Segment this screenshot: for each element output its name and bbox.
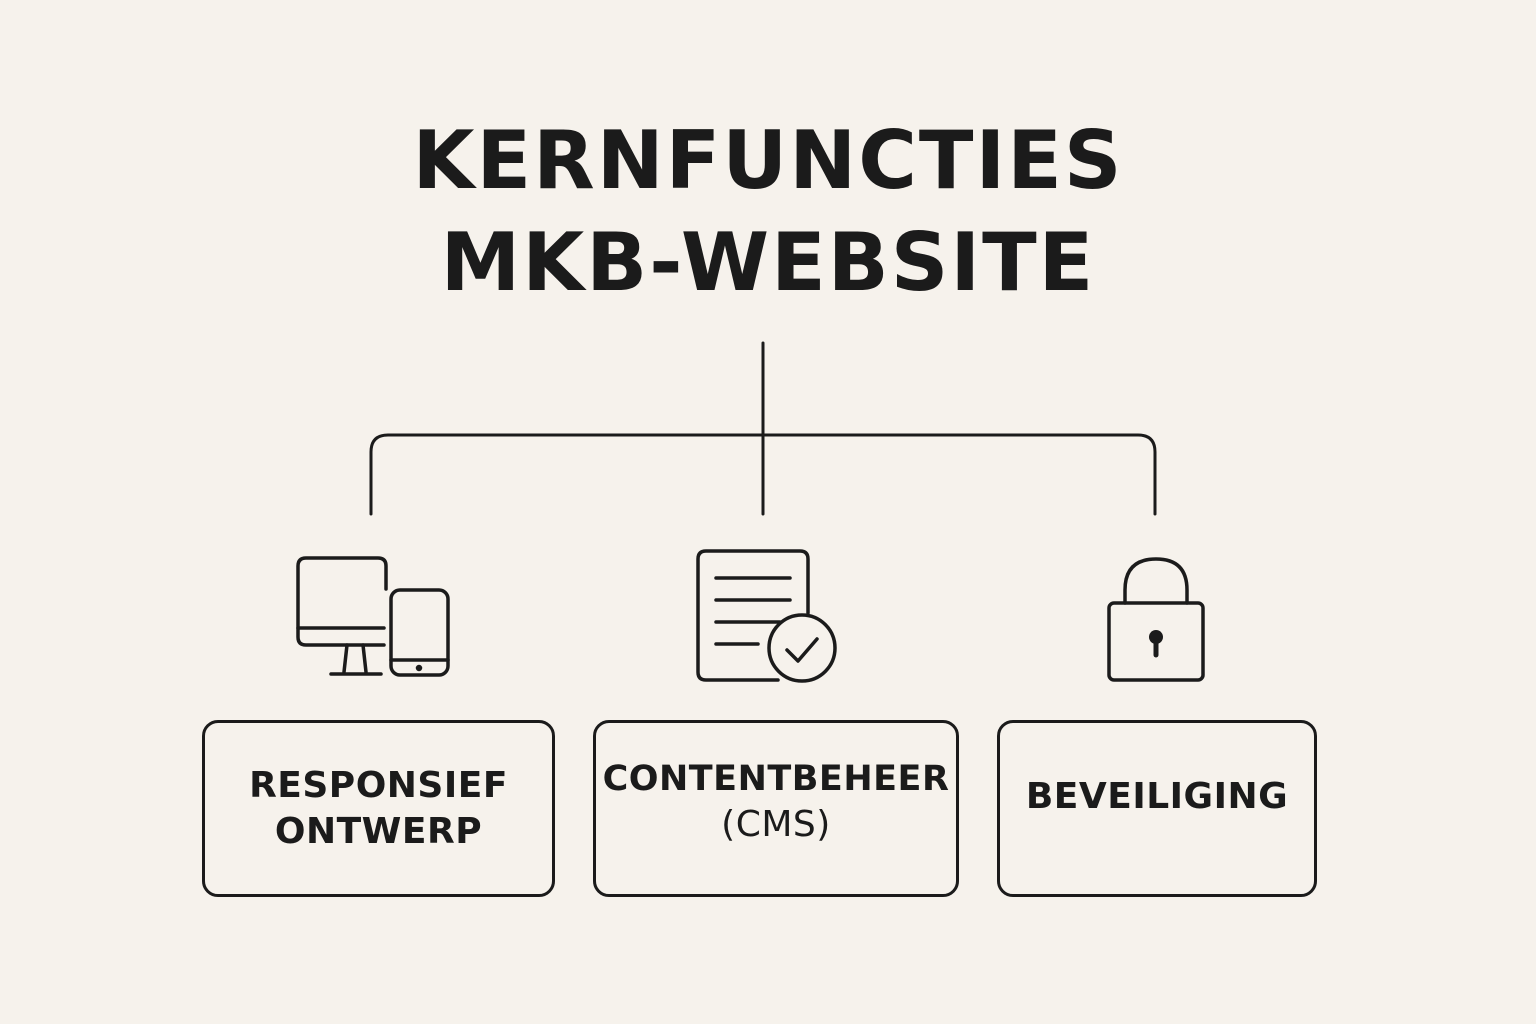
document-check-icon: [696, 549, 837, 683]
feature-label-line-1: CONTENTBEHEER: [602, 758, 950, 799]
feature-label-line-1: BEVEILIGING: [1025, 775, 1289, 817]
feature-label-line-1: RESPONSIEF: [249, 764, 508, 806]
feature-security: BEVEILIGING: [997, 720, 1317, 897]
feature-content-management: CONTENTBEHEER (CMS): [593, 720, 959, 897]
devices-icon: [296, 556, 450, 677]
diagram-title: KERNFUNCTIES MKB-WEBSITE: [0, 110, 1536, 314]
title-line-1: KERNFUNCTIES: [412, 114, 1124, 207]
feature-label-line-2: ONTWERP: [274, 810, 483, 852]
title-line-2: MKB-WEBSITE: [440, 216, 1096, 309]
feature-label-line-2: (CMS): [721, 803, 831, 845]
padlock-icon: [1107, 557, 1205, 682]
feature-responsive-design: RESPONSIEF ONTWERP: [202, 720, 555, 897]
connector-branch: [369, 433, 1157, 516]
